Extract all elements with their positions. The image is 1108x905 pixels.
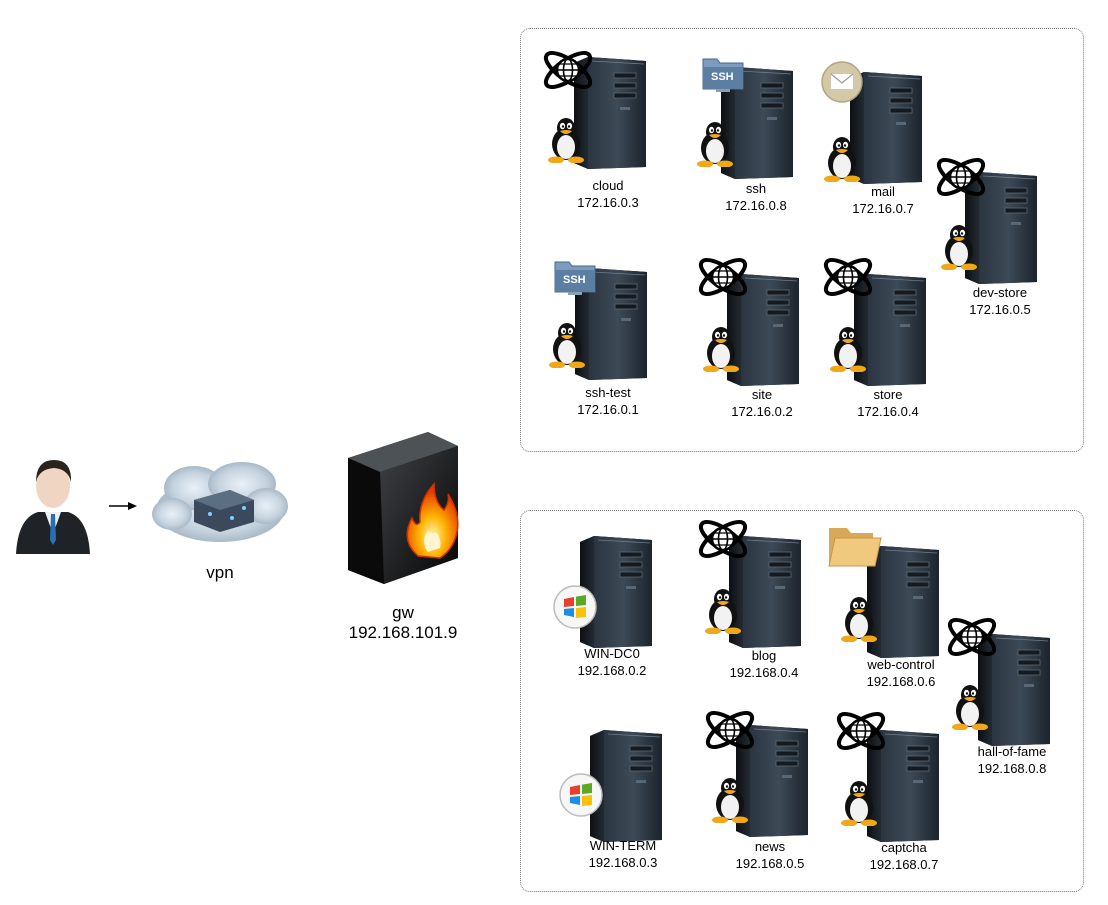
- mail-envelope-icon: [820, 60, 864, 104]
- user-businessman-icon: [16, 460, 90, 554]
- host-store[interactable]: [820, 252, 930, 377]
- host-mail[interactable]: [820, 60, 930, 185]
- host-ip: 192.168.0.5: [735, 856, 805, 871]
- linux-tux-icon: [839, 780, 879, 826]
- host-label: WIN-DC0: [584, 646, 640, 661]
- host-label: ssh-test: [585, 385, 631, 400]
- host-ip: 192.168.0.2: [577, 663, 647, 678]
- network-group-192: [520, 510, 1084, 892]
- gw-node[interactable]: [344, 432, 464, 590]
- host-site[interactable]: [695, 252, 805, 377]
- windows-logo-icon: [552, 584, 598, 630]
- host-ip: 192.168.0.4: [729, 665, 799, 680]
- firewall-icon: [348, 432, 459, 584]
- host-label: dev-store: [972, 285, 1028, 300]
- vpn-label: vpn: [206, 563, 234, 582]
- host-ip: 192.168.0.7: [869, 857, 939, 872]
- host-hall-of-fame[interactable]: [944, 612, 1054, 737]
- host-win-term[interactable]: [558, 728, 668, 828]
- host-dev-store[interactable]: [933, 152, 1043, 277]
- linux-tux-icon: [950, 684, 990, 730]
- user-node: [14, 452, 92, 554]
- linux-tux-icon: [546, 117, 586, 163]
- host-label: mail: [871, 184, 895, 199]
- host-label: news: [754, 839, 786, 854]
- vpn-cloud-icon: [152, 462, 288, 542]
- web-globe-icon: [833, 706, 889, 756]
- host-captcha[interactable]: [833, 706, 943, 831]
- host-win-dc0[interactable]: [552, 536, 662, 636]
- host-ssh[interactable]: SSH: [695, 55, 805, 175]
- gw-ip: 192.168.101.9: [348, 623, 458, 642]
- linux-tux-icon: [547, 322, 587, 368]
- host-label: site: [751, 387, 773, 402]
- host-blog[interactable]: [695, 514, 805, 639]
- vpn-node[interactable]: [150, 458, 290, 552]
- linux-tux-icon: [822, 136, 862, 182]
- host-cloud[interactable]: [540, 45, 650, 170]
- host-ip: 192.168.0.8: [977, 761, 1047, 776]
- host-ip: 172.16.0.4: [857, 404, 919, 419]
- web-globe-icon: [933, 152, 989, 202]
- host-ip: 172.16.0.1: [577, 402, 639, 417]
- web-globe-icon: [820, 252, 876, 302]
- host-web-control[interactable]: [825, 520, 940, 645]
- web-globe-icon: [702, 705, 758, 755]
- host-label: store: [873, 387, 903, 402]
- host-ip: 192.168.0.6: [866, 674, 936, 689]
- host-ip: 172.16.0.3: [577, 195, 639, 210]
- host-label: WIN-TERM: [589, 838, 657, 853]
- linux-tux-icon: [939, 224, 979, 270]
- ssh-folder-icon: SSH: [701, 55, 745, 93]
- host-label: blog: [751, 648, 777, 663]
- network-group-172: [520, 28, 1084, 452]
- windows-logo-icon: [558, 772, 604, 818]
- linux-tux-icon: [710, 777, 750, 823]
- linux-tux-icon: [695, 121, 735, 167]
- host-news[interactable]: [702, 705, 812, 830]
- host-ssh-test[interactable]: SSH: [547, 258, 657, 378]
- host-ip: 172.16.0.8: [725, 198, 787, 213]
- host-label: hall-of-fame: [977, 744, 1047, 759]
- folder-icon: [827, 522, 883, 568]
- ssh-folder-icon: SSH: [553, 258, 597, 296]
- host-label: captcha: [881, 840, 927, 855]
- linux-tux-icon: [703, 588, 743, 634]
- web-globe-icon: [540, 45, 596, 95]
- host-ip: 192.168.0.3: [588, 855, 658, 870]
- host-ip: 172.16.0.7: [852, 201, 914, 216]
- host-label: cloud: [592, 178, 624, 193]
- connection-arrow: [109, 502, 137, 510]
- gw-label: gw: [392, 603, 414, 622]
- linux-tux-icon: [701, 326, 741, 372]
- web-globe-icon: [695, 514, 751, 564]
- host-label: ssh: [745, 181, 767, 196]
- host-ip: 172.16.0.5: [969, 302, 1031, 317]
- linux-tux-icon: [839, 596, 879, 642]
- linux-tux-icon: [828, 326, 868, 372]
- web-globe-icon: [944, 612, 1000, 662]
- host-label: web-control: [867, 657, 935, 672]
- web-globe-icon: [695, 252, 751, 302]
- host-ip: 172.16.0.2: [731, 404, 793, 419]
